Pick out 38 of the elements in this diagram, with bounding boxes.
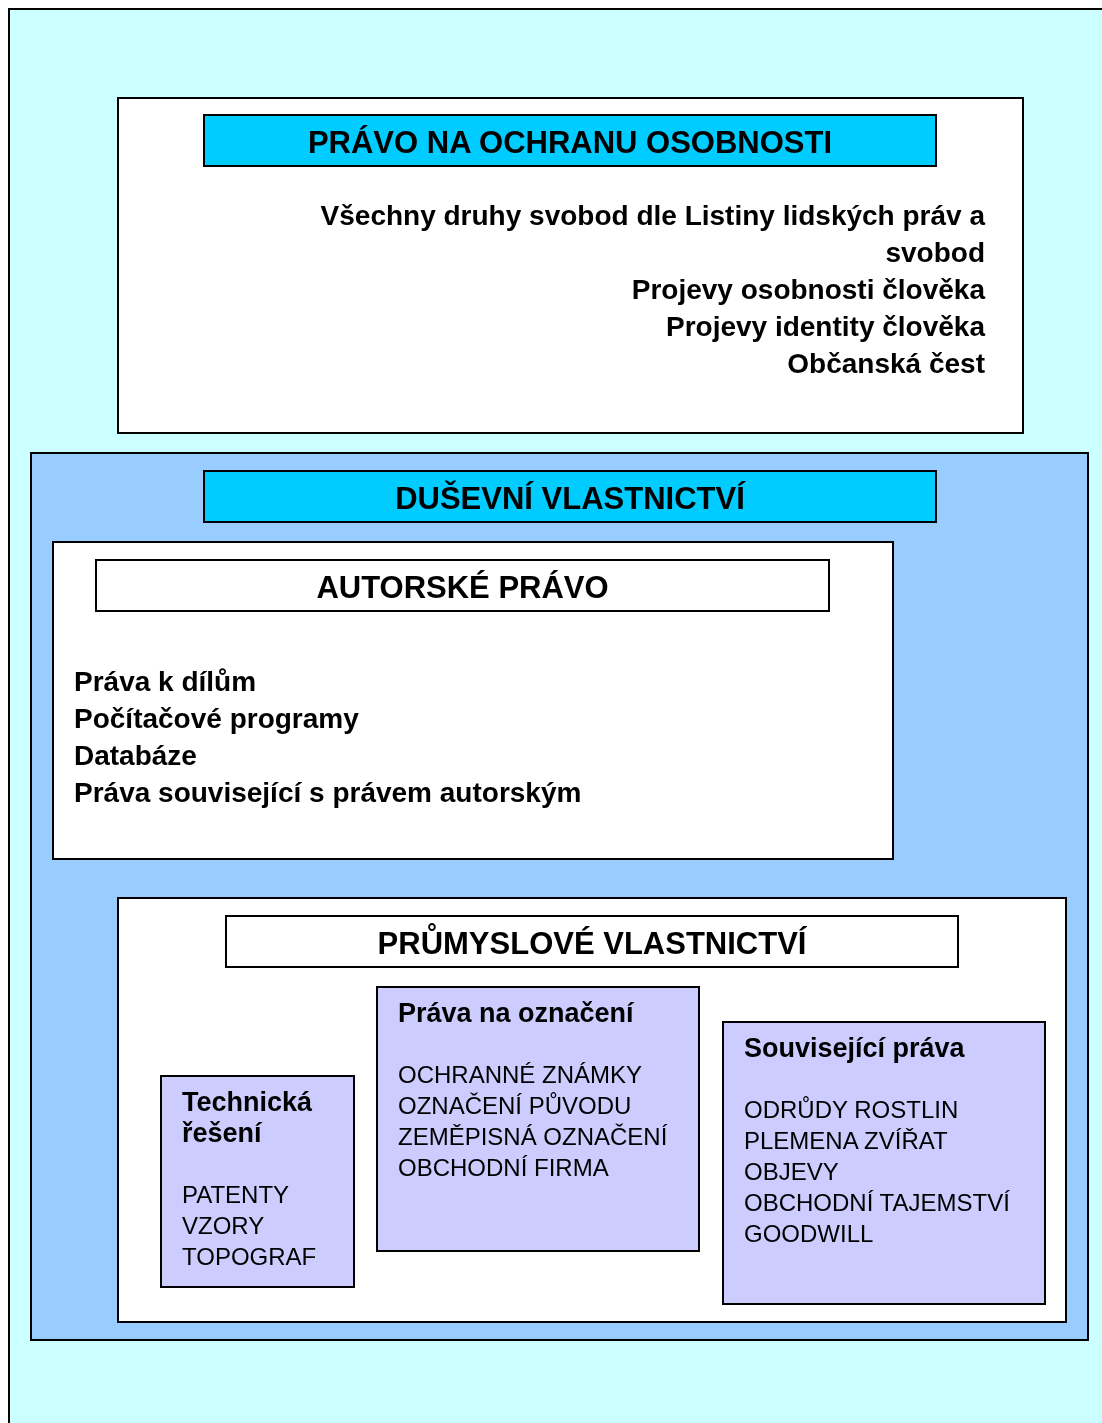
list-item: Občanská čest (787, 347, 985, 381)
list-item: OCHRANNÉ ZNÁMKY (398, 1060, 643, 1090)
group-panel (30, 452, 1089, 1341)
category-card (376, 986, 700, 1252)
card-title: Práva na označení (398, 998, 634, 1029)
list-item: Počítačové programy (74, 702, 359, 736)
category-card (160, 1075, 355, 1288)
list-item: OBCHODNÍ TAJEMSTVÍ (744, 1188, 1010, 1218)
list-item: OBCHODNÍ FIRMA (398, 1153, 609, 1183)
list-item: Práva k dílům (74, 665, 257, 699)
list-item: GOODWILL (744, 1219, 874, 1249)
list-item: Projevy identity člověka (665, 310, 985, 344)
card-title: Technická řešení (182, 1087, 314, 1149)
list-item: TOPOGRAF (182, 1242, 317, 1272)
list-item: PLEMENA ZVÍŘAT (744, 1126, 948, 1156)
panel (117, 897, 1067, 1323)
list-item: Práva související s právem autorským (74, 776, 582, 810)
list-item: OBJEVY (744, 1157, 839, 1187)
heading-text: DUŠEVNÍ VLASTNICTVÍ (395, 479, 745, 514)
heading-banner (203, 114, 937, 167)
panel (117, 97, 1024, 434)
list-item: Všechny druhy svobod dle Listiny lidských práv a svobod (319, 199, 985, 270)
heading-text: PRŮMYSLOVÉ VLASTNICTVÍ (377, 924, 807, 959)
heading-text: AUTORSKÉ PRÁVO (316, 569, 609, 603)
list-item: Projevy osobnosti člověka (631, 273, 985, 307)
list-item: PATENTY (182, 1180, 290, 1210)
panel (52, 541, 894, 860)
list-item: ODRŮDY ROSTLIN (744, 1095, 959, 1125)
heading-text: PRÁVO NA OCHRANU OSOBNOSTI (307, 124, 833, 158)
list-item: ZEMĚPISNÁ OZNAČENÍ (398, 1122, 668, 1152)
heading-banner (203, 470, 937, 523)
list-item: VZORY (182, 1211, 265, 1241)
heading-banner (225, 915, 959, 968)
heading-banner (95, 559, 830, 612)
list-item: OZNAČENÍ PŮVODU (398, 1091, 632, 1121)
list-item: Databáze (74, 739, 197, 773)
category-card (722, 1021, 1046, 1305)
card-title: Související práva (744, 1033, 965, 1064)
